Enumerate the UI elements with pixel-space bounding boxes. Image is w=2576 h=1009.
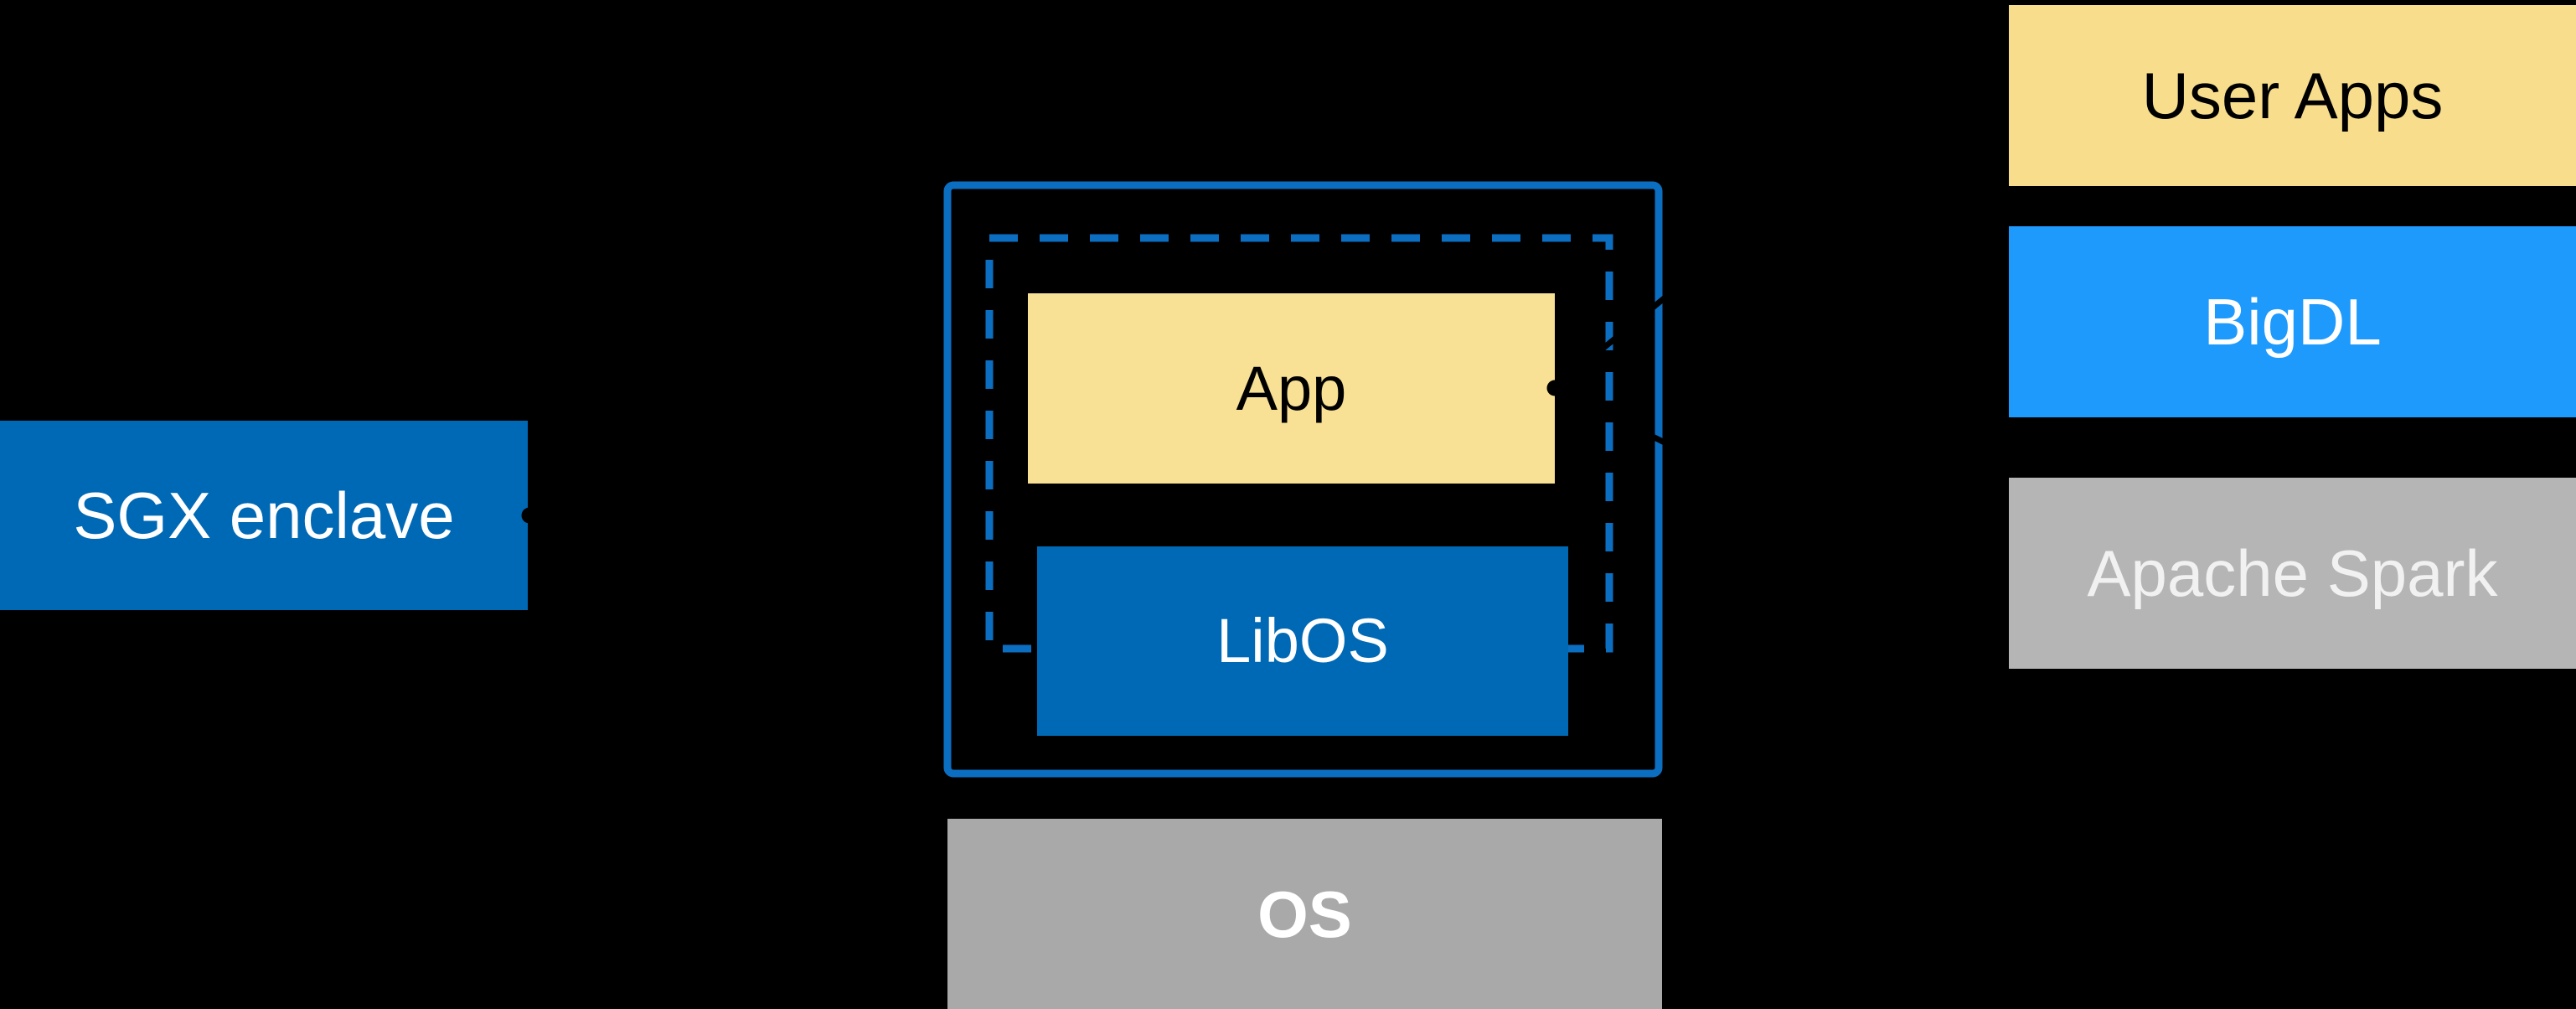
bigdl-box: BigDL [2009, 226, 2576, 417]
sgx-enclave-label: SGX enclave [73, 479, 455, 552]
os-label: OS [1257, 877, 1352, 951]
user-apps-label: User Apps [2141, 59, 2444, 132]
app-connector-upper-line [1552, 21, 2001, 391]
user-apps-box: User Apps [2009, 5, 2576, 186]
enclave-dashed-border [985, 234, 1613, 653]
apache-spark-box: Apache Spark [2009, 478, 2576, 669]
sgx-enclave-box: SGX enclave [0, 421, 528, 610]
app-box: App [1028, 293, 1555, 484]
app-label: App [1236, 353, 1347, 423]
sgx-connector-dot [521, 507, 538, 524]
enclave-outer-border [943, 181, 1663, 778]
libos-box: LibOS [1037, 546, 1568, 736]
app-connector-dot [1546, 380, 1563, 396]
libos-label: LibOS [1216, 606, 1389, 675]
app-connector-lower-line [1553, 385, 2000, 612]
apache-spark-label: Apache Spark [2087, 536, 2498, 610]
bigdl-label: BigDL [2203, 285, 2382, 359]
os-box: OS [947, 819, 1662, 1009]
